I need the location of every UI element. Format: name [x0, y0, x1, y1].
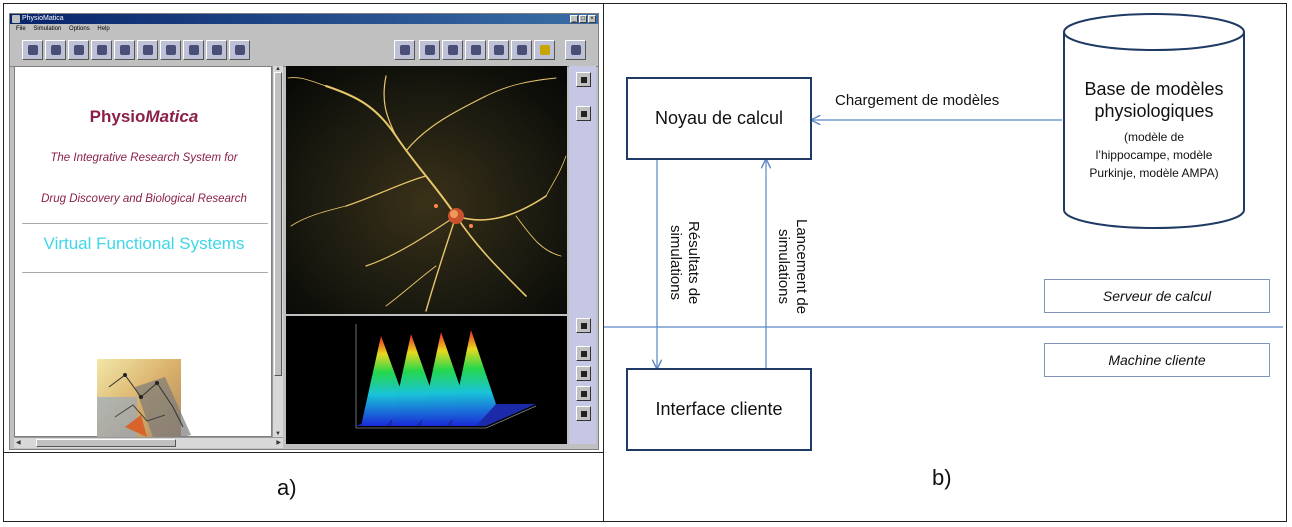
menu-help[interactable]: Help	[97, 26, 110, 32]
caption-a: a)	[277, 475, 297, 500]
zoom-button[interactable]	[576, 346, 591, 361]
menu-file[interactable]: File	[16, 26, 26, 32]
menu-options[interactable]: Options	[69, 26, 90, 32]
scroll-left-icon[interactable]: ◀	[16, 440, 21, 446]
server-label-box: Serveur de calcul	[1044, 279, 1270, 313]
folder-icon[interactable]	[534, 40, 555, 60]
client-interface-box: Interface cliente	[626, 368, 812, 451]
book-icon[interactable]	[511, 40, 532, 60]
fit-icon[interactable]	[394, 40, 415, 60]
back-icon[interactable]	[45, 40, 66, 60]
menu-bar: File Simulation Options Help	[10, 24, 598, 34]
panel-button[interactable]	[576, 72, 591, 87]
subtitle: Virtual Functional Systems	[43, 234, 245, 253]
copy-icon[interactable]	[137, 40, 158, 60]
tagline-line-1: The Integrative Research System for	[50, 152, 238, 164]
figure-frame	[3, 3, 1287, 522]
database-body	[1063, 32, 1245, 229]
client-machine-label-box: Machine cliente	[1044, 343, 1270, 377]
simulation-3d-plot	[286, 316, 567, 444]
horizontal-scrollbar[interactable]: ◀ ▶	[14, 437, 283, 448]
physiomatica-logo	[97, 359, 191, 445]
zoom-icon[interactable]	[22, 40, 43, 60]
forward-icon[interactable]	[68, 40, 89, 60]
load-models-label: Chargement de modèles	[835, 92, 1000, 109]
stop-button[interactable]	[576, 106, 591, 121]
print-icon[interactable]	[229, 40, 250, 60]
menu-simulation[interactable]: Simulation	[33, 26, 62, 32]
app-title: PhysioMatica	[89, 107, 199, 126]
toolbar	[10, 34, 598, 67]
graph-button[interactable]	[576, 318, 591, 333]
play-icon[interactable]	[91, 40, 112, 60]
database-title: Base de modèles physiologiques	[1084, 79, 1224, 121]
neuron-image	[286, 66, 567, 314]
database-detail: (modèle de l’hippocampe, modèle Purkinje…	[1089, 130, 1219, 180]
compute-core-box: Noyau de calcul	[626, 77, 812, 160]
vertical-scrollbar[interactable]: ▲ ▼	[272, 66, 283, 437]
maximize-button[interactable]: □	[579, 15, 587, 23]
hscroll-thumb[interactable]	[36, 439, 176, 447]
undo-icon[interactable]	[465, 40, 486, 60]
tagline-line-2: Drug Discovery and Biological Research	[41, 193, 247, 205]
expand-button[interactable]	[576, 406, 591, 421]
divider-bottom	[22, 272, 268, 273]
window-titlebar: PhysioMatica _ □ ×	[10, 14, 598, 24]
settings-icon[interactable]	[565, 40, 586, 60]
scroll-thumb[interactable]	[274, 72, 282, 376]
physiomatica-window: PhysioMatica _ □ × File Simulation Optio…	[9, 13, 599, 450]
close-button[interactable]: ×	[588, 15, 596, 23]
cut-icon[interactable]	[114, 40, 135, 60]
window-title: PhysioMatica	[22, 15, 64, 22]
database-top	[1063, 13, 1245, 51]
save-icon[interactable]	[183, 40, 204, 60]
caption-b: b)	[932, 465, 952, 490]
help-icon[interactable]	[442, 40, 463, 60]
minimize-button[interactable]: _	[570, 15, 578, 23]
scroll-down-icon[interactable]: ▼	[275, 431, 281, 437]
intro-pane: PhysioMatica The Integrative Research Sy…	[14, 66, 272, 445]
redo-icon[interactable]	[488, 40, 509, 60]
scroll-up-icon[interactable]: ▲	[275, 66, 281, 72]
export-button[interactable]	[576, 386, 591, 401]
panel-divider	[603, 3, 604, 522]
record-button[interactable]	[576, 366, 591, 381]
paste-icon[interactable]	[160, 40, 181, 60]
caption-divider	[3, 452, 603, 453]
divider-top	[22, 223, 268, 224]
app-icon	[12, 15, 20, 23]
network-icon[interactable]	[206, 40, 227, 60]
scroll-right-icon[interactable]: ▶	[276, 440, 281, 446]
grid-icon[interactable]	[419, 40, 440, 60]
side-toolbar	[569, 66, 596, 444]
